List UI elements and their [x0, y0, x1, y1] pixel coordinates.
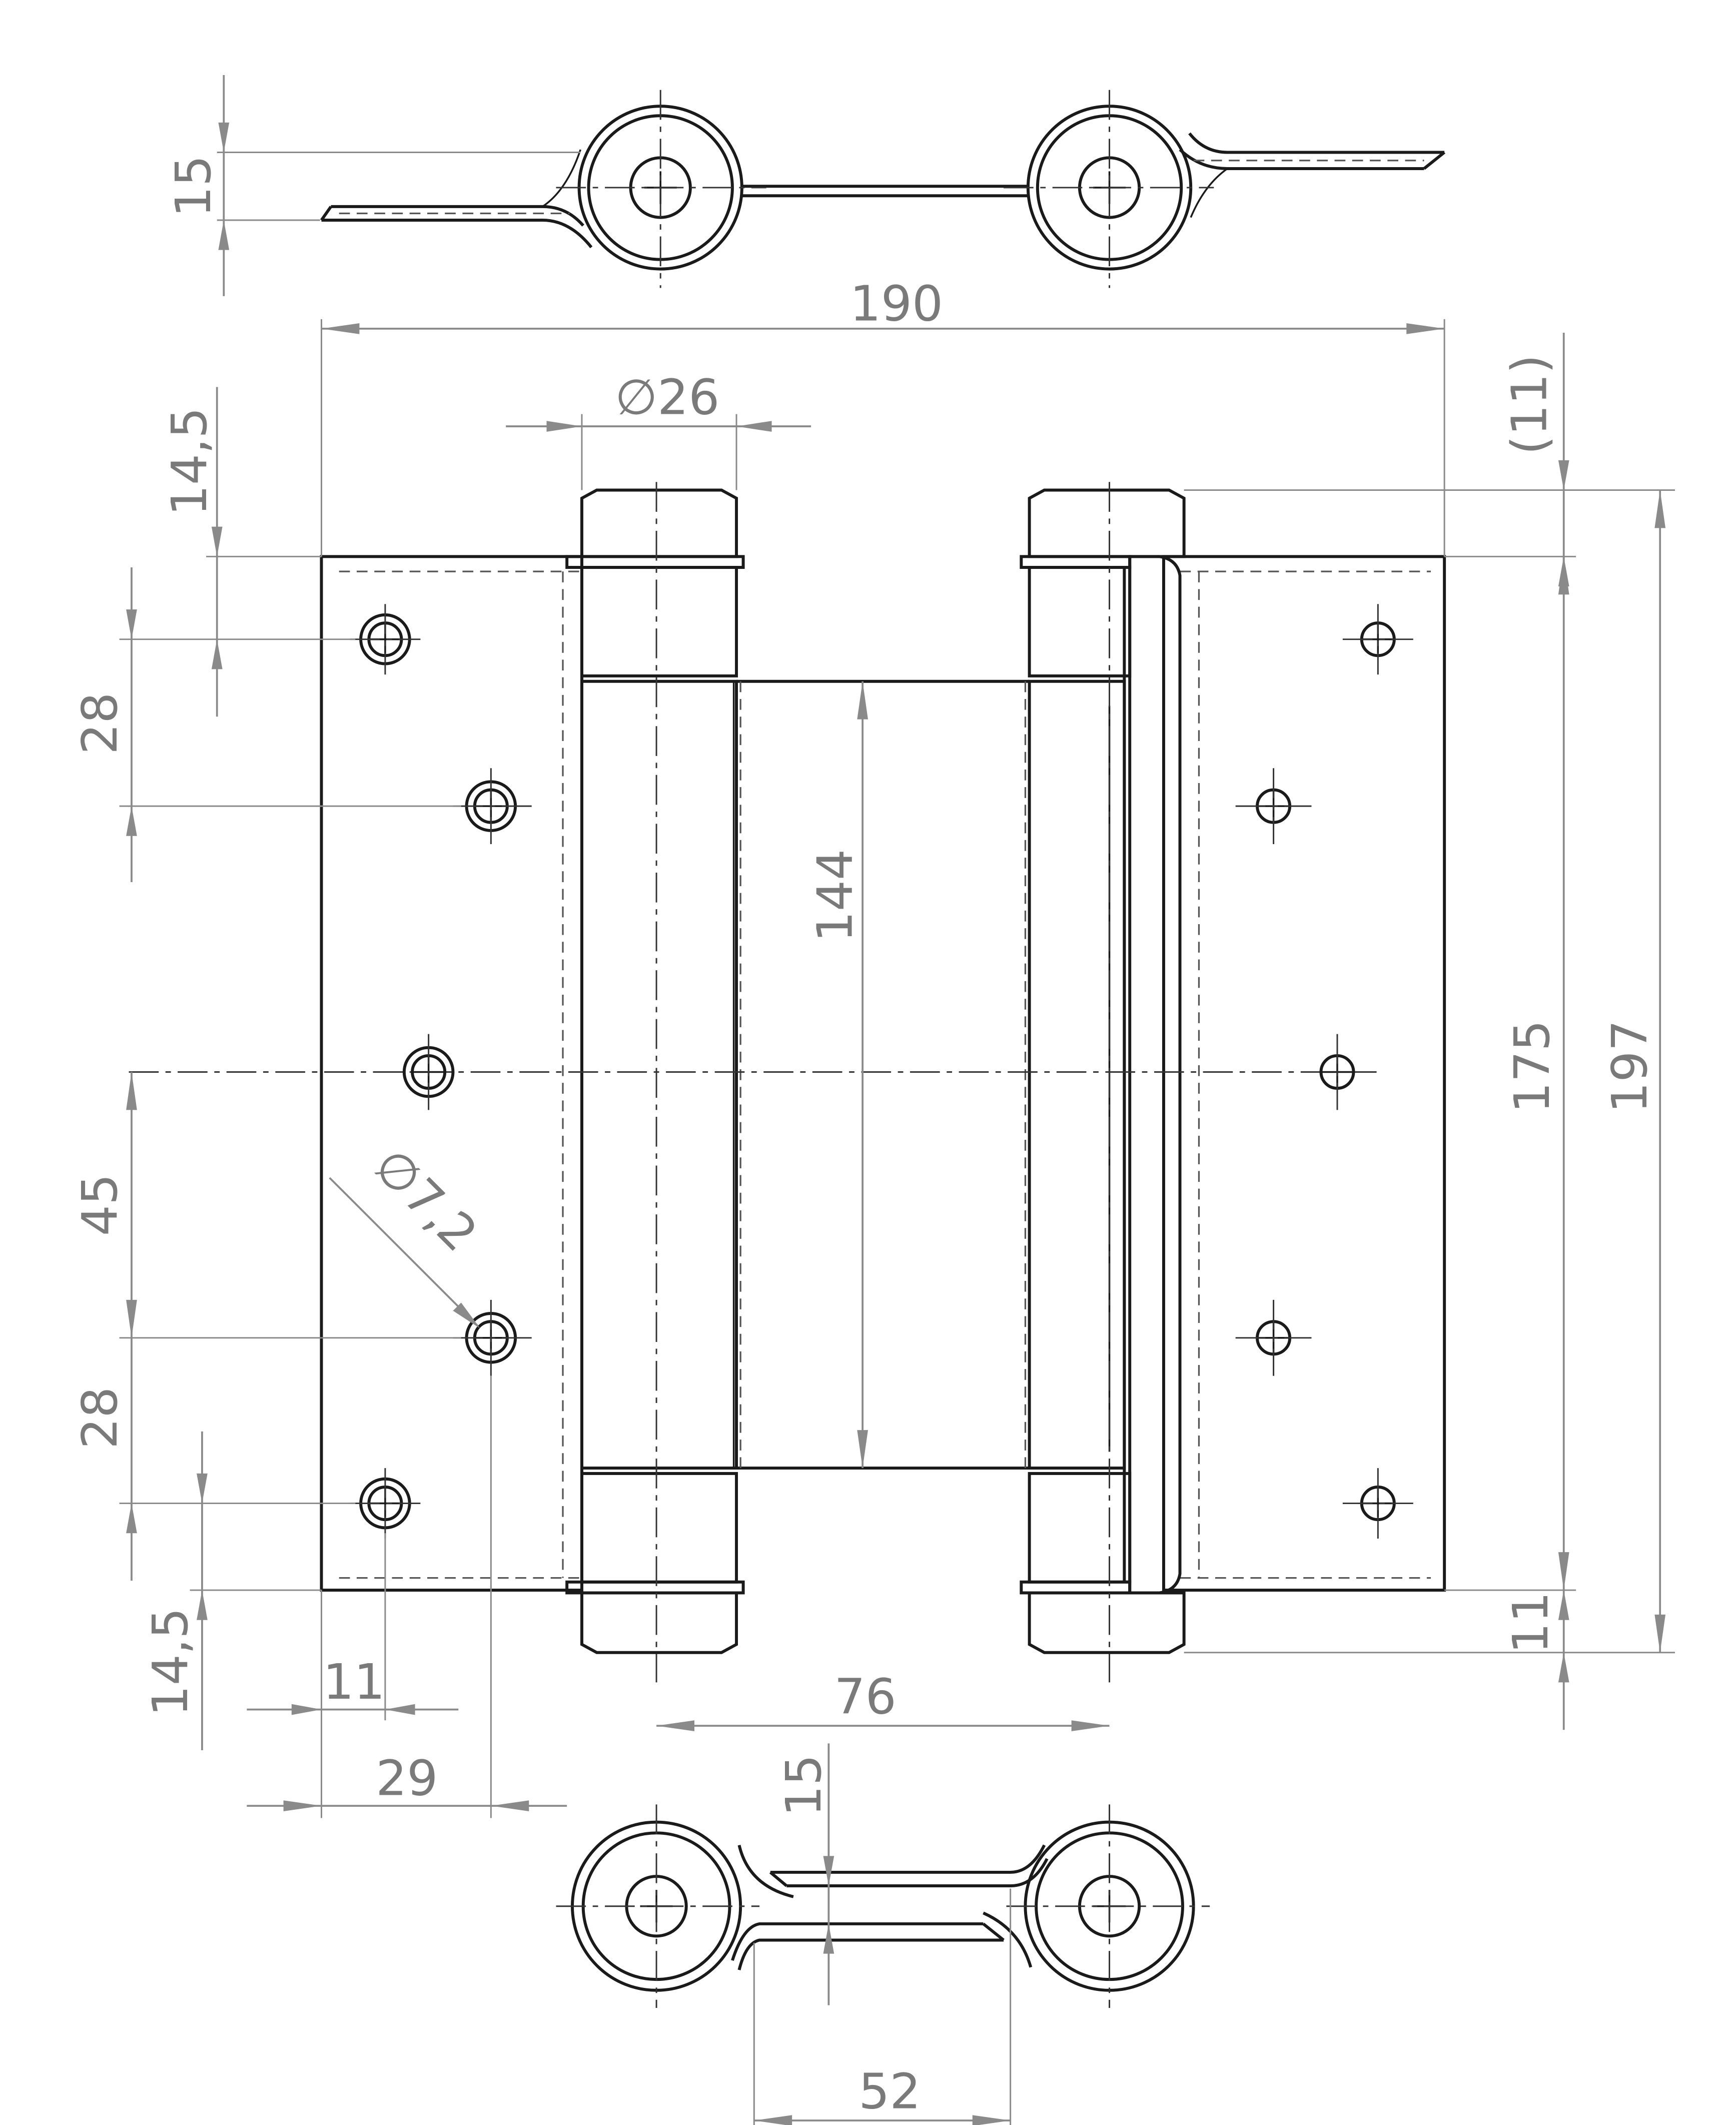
dim-barrel-spacing: 76: [834, 1669, 896, 1726]
dim-hole-spacing-middle: 45: [72, 1174, 129, 1236]
dim-hole-spacing-lower: 28: [72, 1387, 129, 1449]
dim-barrel-length: 144: [806, 849, 863, 942]
dim-bottom-edge-to-hole: 14,5: [142, 1608, 199, 1716]
dim-hole-spacing-upper: 28: [72, 692, 129, 755]
dim-barrel-diameter: ∅26: [615, 369, 719, 426]
bottom-view: [556, 1804, 1210, 2008]
dimension-labels: 15 190 ∅26 (11) 14,5 28 144 175 197 45 ∅…: [72, 155, 1658, 2120]
right-screw-holes: [1235, 604, 1413, 1539]
left-screw-holes: [350, 604, 532, 1539]
dim-top-view-thickness: 15: [165, 155, 222, 217]
dim-bottom-view-thickness: 15: [775, 1754, 832, 1816]
top-view: [320, 90, 1446, 288]
dim-top-edge-to-hole: 14,5: [161, 407, 218, 516]
dim-edge-to-hole-x2: 29: [376, 1750, 438, 1807]
dim-top-clearance: (11): [1501, 355, 1558, 455]
dimension-lines: [119, 75, 1675, 2125]
dim-overall-width: 190: [850, 276, 943, 333]
front-view: [129, 482, 1446, 1683]
dim-hole-diameter: ∅7,2: [363, 1137, 488, 1262]
dim-bottom-view-width: 52: [858, 2063, 921, 2120]
dim-bottom-clearance: 11: [1502, 1592, 1559, 1654]
dim-edge-to-hole-x: 11: [323, 1654, 385, 1711]
dim-leaf-height: 175: [1504, 1020, 1561, 1113]
dim-overall-height: 197: [1601, 1020, 1658, 1113]
